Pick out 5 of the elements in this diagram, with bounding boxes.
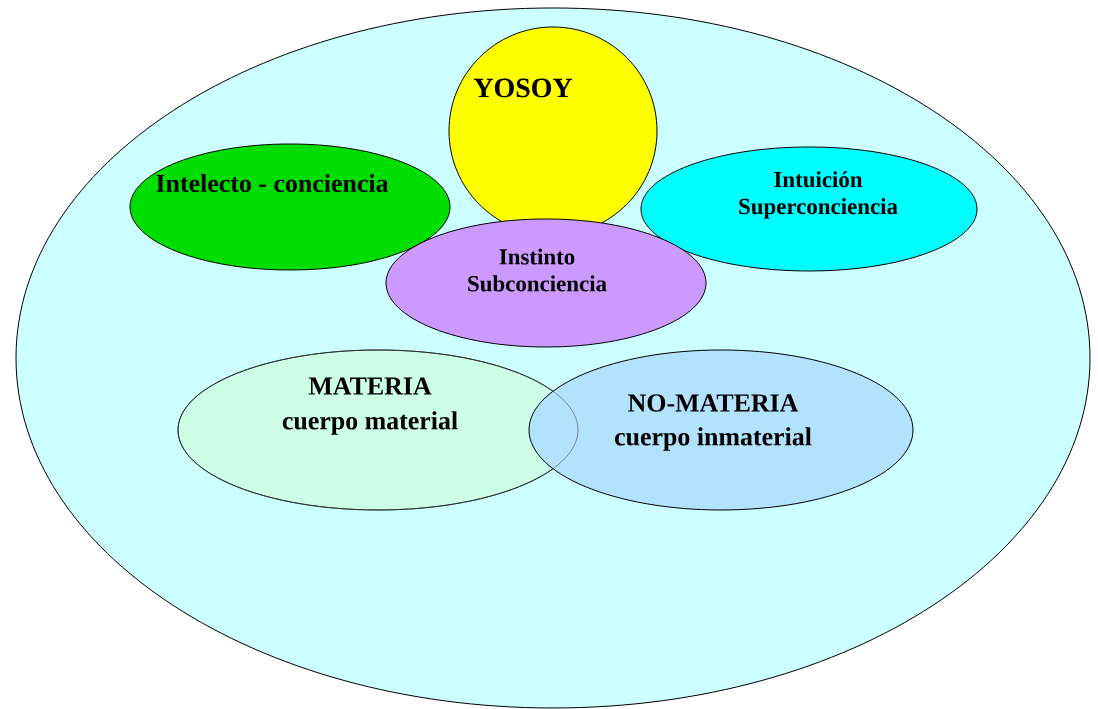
ellipse-node: NO-MATERIA cuerpo inmaterial (528, 349, 914, 511)
ellipse-node: Intuición Superconciencia (640, 146, 978, 272)
ellipse-node: Instinto Subconciencia (385, 218, 707, 348)
circle-node: YOSOY (448, 26, 658, 236)
ellipse-node: Intelecto - conciencia (129, 143, 451, 271)
